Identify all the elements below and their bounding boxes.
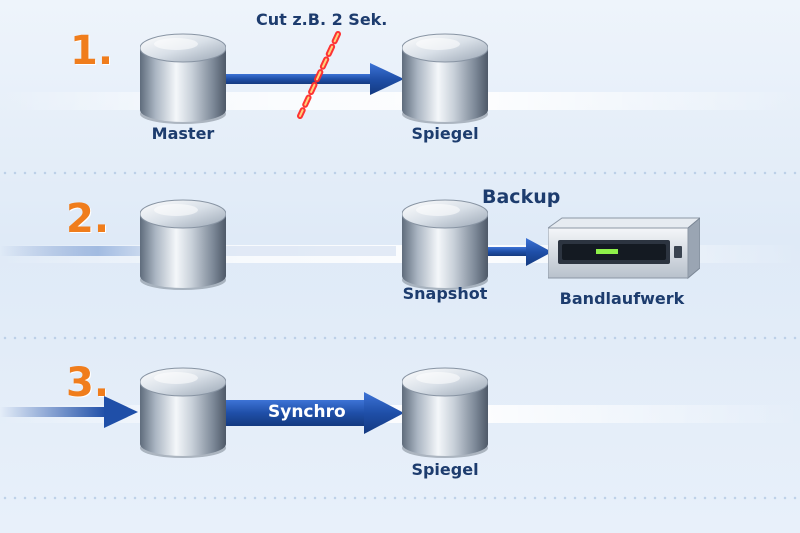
snapshot-label: Snapshot	[402, 284, 488, 303]
snapshot-database-icon	[402, 198, 488, 292]
master-label: Master	[151, 124, 215, 143]
incoming-faded-arrow	[0, 246, 140, 256]
master-database-icon	[140, 32, 226, 126]
master-database-icon	[140, 198, 226, 292]
background-dots	[0, 335, 800, 341]
synchro-label: Synchro	[268, 402, 346, 422]
faded-link-arrow	[226, 246, 396, 256]
step-3-number: 3.	[66, 360, 110, 406]
cut-line	[297, 31, 341, 119]
cut-label: Cut z.B. 2 Sek.	[256, 10, 388, 29]
mirror-label: Spiegel	[411, 460, 479, 479]
replication-arrow	[226, 63, 404, 95]
background-dots	[0, 170, 800, 176]
mirror-database-icon	[402, 32, 488, 126]
step-1-number: 1.	[70, 28, 114, 74]
background-dots	[0, 495, 800, 501]
tape-drive-label: Bandlaufwerk	[559, 289, 685, 308]
backup-arrow	[488, 238, 552, 266]
synchro-arrow	[226, 392, 404, 434]
backup-heading: Backup	[482, 186, 561, 208]
master-database-icon	[140, 366, 226, 460]
mirror-database-icon	[402, 366, 488, 460]
step-2-number: 2.	[66, 196, 110, 242]
incoming-arrow	[0, 396, 138, 428]
mirror-label: Spiegel	[411, 124, 479, 143]
tape-drive-icon	[548, 217, 700, 280]
